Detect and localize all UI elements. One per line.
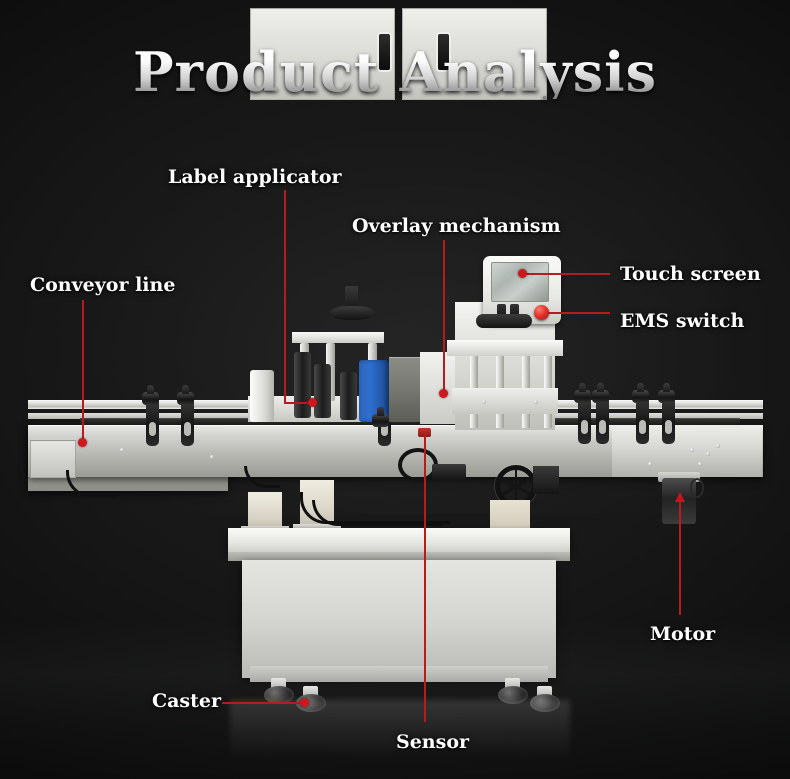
rail-clamp-knob	[177, 385, 194, 405]
leader-dot-overlay-mechanism	[439, 389, 448, 398]
screw	[716, 444, 720, 448]
cable	[312, 500, 442, 526]
panel-button[interactable]	[510, 304, 519, 321]
caster-roller	[498, 686, 528, 704]
rail-clamp	[181, 398, 194, 446]
leader-line-label-applicator	[284, 190, 286, 403]
cabinet-handle-right[interactable]	[438, 34, 449, 70]
cabinet-door-right[interactable]	[402, 8, 547, 100]
label-applicator-top-plate	[292, 332, 384, 343]
screw	[690, 448, 694, 452]
cable	[66, 470, 118, 498]
cabinet-door-left[interactable]	[250, 8, 395, 100]
leader-line-conveyor	[82, 300, 84, 442]
applicator-adjust-wheel	[330, 306, 374, 320]
leader-dot-conveyor	[78, 438, 87, 447]
rail-clamp	[146, 398, 159, 446]
page-title: Product Analysis	[0, 45, 790, 99]
sensor-head	[418, 428, 431, 437]
cable	[300, 492, 450, 524]
rail-clamp	[636, 396, 649, 444]
leader-line-sensor	[424, 434, 426, 722]
applicator-roller	[340, 372, 357, 420]
applicator-shaft	[345, 286, 358, 310]
cabinet-plinth	[250, 666, 548, 682]
leader-line-overlay-mechanism	[443, 240, 445, 392]
conveyor-right-bracket	[612, 425, 762, 477]
applicator-roller	[294, 352, 311, 418]
applicator-post	[368, 343, 377, 363]
callout-label-applicator: Label applicator	[168, 166, 342, 188]
applicator-roller	[314, 364, 331, 418]
callout-caster: Caster	[152, 690, 222, 712]
rail-clamp-knob	[658, 383, 675, 403]
leader-dot-label-applicator	[308, 398, 317, 407]
callout-touch-screen: Touch screen	[620, 263, 761, 285]
screw	[482, 400, 486, 404]
touch-screen-display[interactable]	[491, 262, 549, 302]
callout-conveyor-line: Conveyor line	[30, 274, 176, 296]
cable	[244, 466, 280, 488]
screw	[648, 462, 652, 466]
caster-wheel	[264, 678, 294, 704]
blue-label-roll	[359, 360, 389, 422]
callout-overlay-mechanism: Overlay mechanism	[352, 215, 561, 237]
sensor-amplifier	[432, 464, 466, 480]
ems-emergency-stop-button[interactable]	[534, 305, 549, 320]
caster-roller	[264, 686, 294, 704]
leader-dot-caster	[300, 698, 309, 707]
rail-clamp	[578, 396, 591, 444]
panel-mount-arm	[476, 314, 532, 328]
caster-wheel	[530, 686, 560, 712]
rail-clamp-knob	[592, 383, 609, 403]
gearbox	[533, 466, 559, 494]
rail-clamp	[662, 396, 675, 444]
motor-bracket	[690, 478, 704, 498]
rail-clamp-knob	[142, 385, 159, 405]
screw	[706, 452, 710, 456]
overlay-mid-plate	[452, 388, 558, 414]
machine-table-top	[228, 528, 570, 554]
leader-line-ems-switch	[548, 312, 610, 314]
rail-clamp	[596, 396, 609, 444]
screw	[120, 448, 124, 452]
callout-sensor: Sensor	[396, 731, 470, 753]
label-roll-core	[250, 370, 274, 422]
control-cabinet	[242, 560, 556, 678]
rail-clamp-knob	[574, 383, 591, 403]
leader-line-motor	[679, 500, 681, 615]
panel-button[interactable]	[497, 304, 506, 321]
leader-line-caster	[222, 702, 308, 704]
motor-mount	[658, 472, 700, 482]
overlay-top-cap	[447, 340, 563, 356]
callout-ems-switch: EMS switch	[620, 310, 745, 332]
machine-table-edge	[228, 552, 570, 561]
leader-line-touch-screen	[525, 273, 610, 275]
rail-clamp-knob	[632, 383, 649, 403]
leader-dot-touch-screen	[518, 269, 527, 278]
caster-roller	[530, 694, 560, 712]
leader-line-label-applicator-elbow	[284, 402, 312, 404]
screw	[534, 400, 538, 404]
caster-wheel	[498, 678, 528, 704]
callout-motor: Motor	[650, 623, 716, 645]
cabinet-handle-left[interactable]	[379, 34, 390, 70]
screw	[698, 462, 702, 466]
leader-arrow-motor	[675, 492, 685, 502]
screw	[210, 455, 214, 459]
applicator-knob	[372, 407, 389, 427]
